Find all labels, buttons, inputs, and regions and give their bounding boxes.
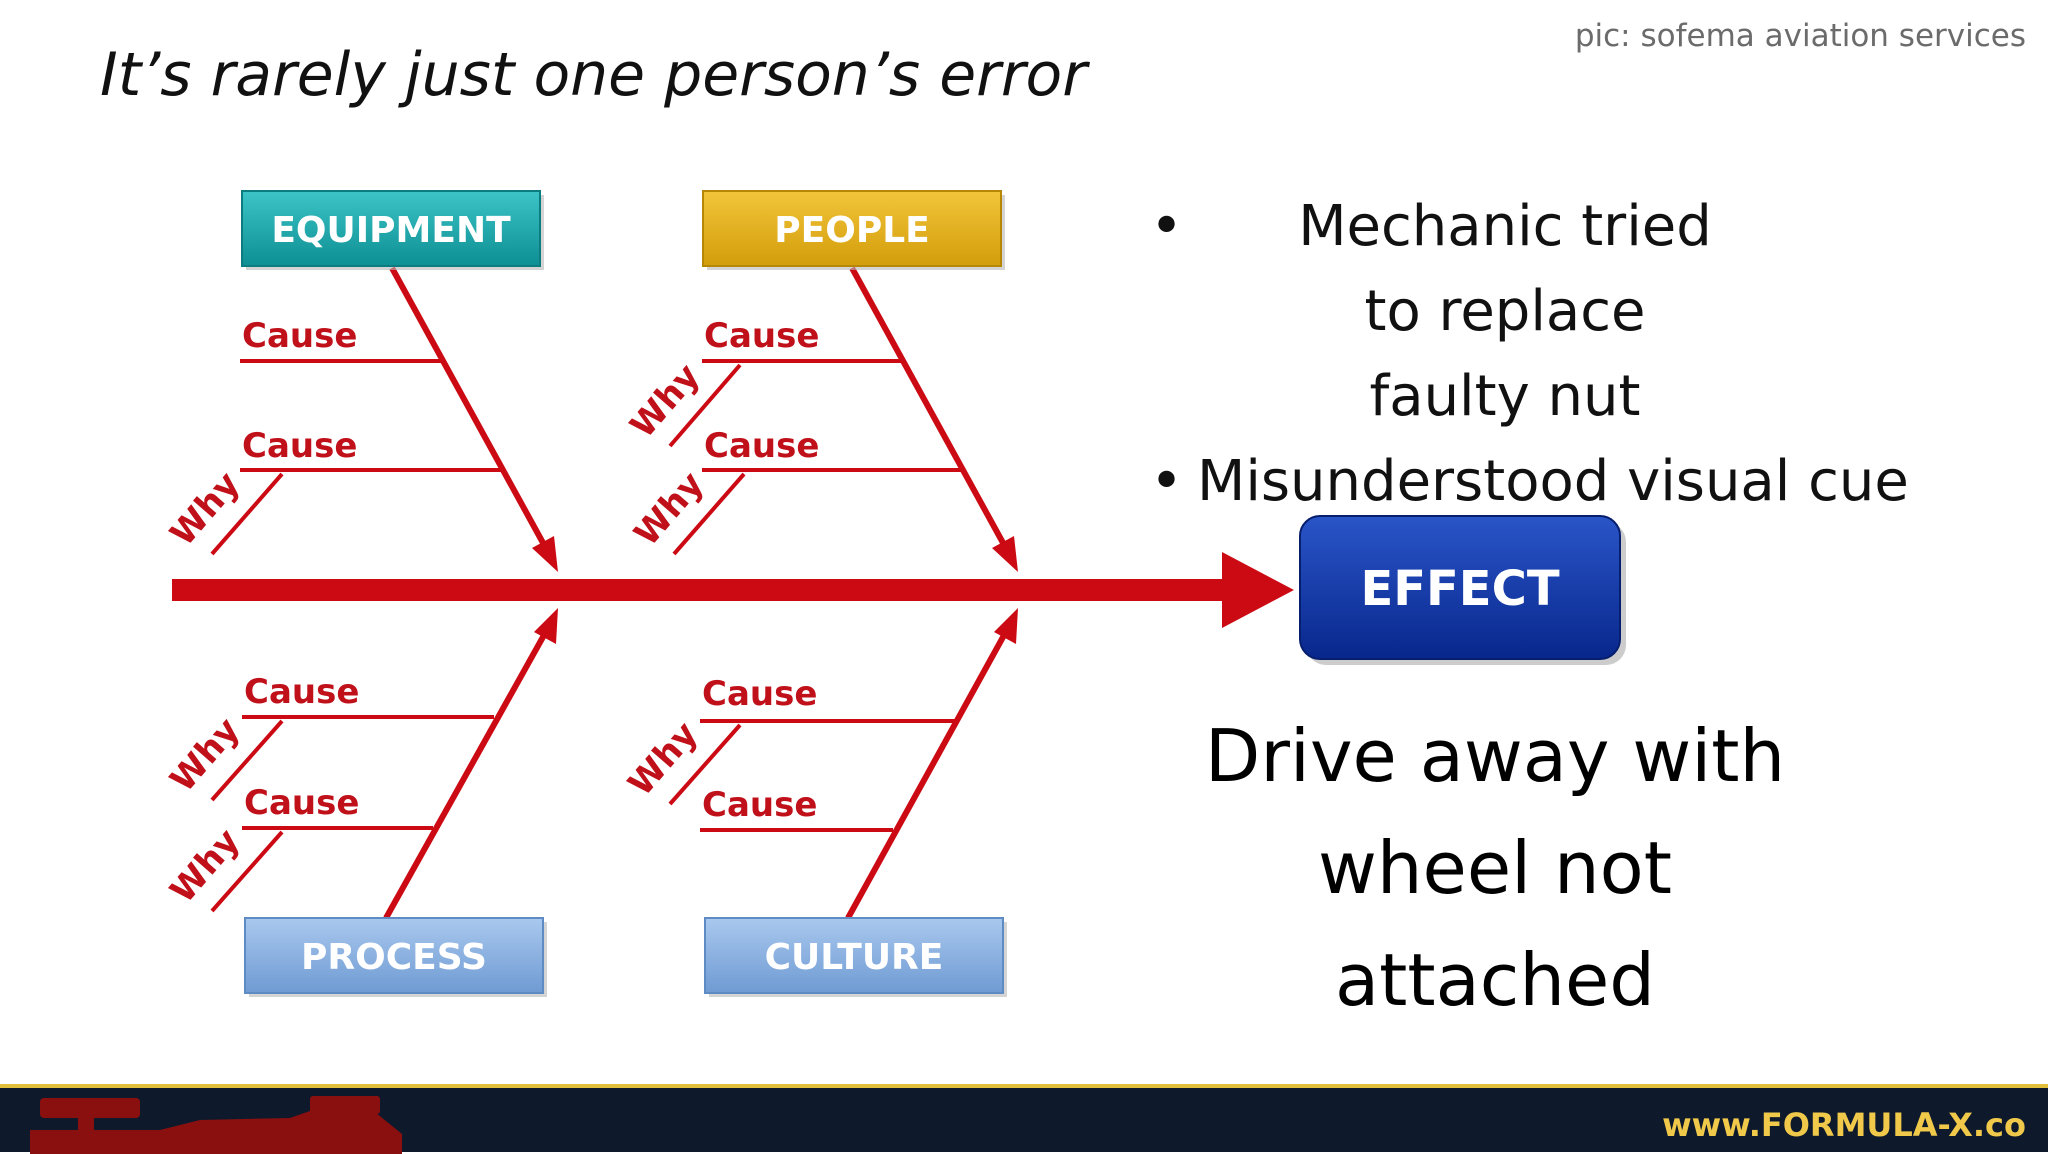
equipment-bone-arrowhead xyxy=(532,536,558,572)
spine-arrowhead xyxy=(1222,552,1294,628)
cause-label: Cause xyxy=(704,316,819,356)
why-label: Why xyxy=(621,714,706,804)
race-car-icon xyxy=(30,1096,402,1154)
why-line xyxy=(672,472,746,556)
why-label: Why xyxy=(627,464,712,554)
process-box xyxy=(244,917,544,994)
outcome-text: Drive away with wheel not attached xyxy=(1204,714,1786,1022)
equipment-box xyxy=(241,190,541,267)
cause-label: Cause xyxy=(702,785,817,825)
bullet-mechanic: Mechanic tried to replace faulty nut xyxy=(1150,184,1715,439)
cause-label: Cause xyxy=(242,316,357,356)
why-line xyxy=(668,363,742,448)
image-credit: pic: sofema aviation services xyxy=(1574,18,2026,54)
footer-bar: www.FORMULA-X.co xyxy=(0,1084,2048,1154)
cause-label: Cause xyxy=(702,674,817,714)
why-line xyxy=(210,830,284,913)
process-bone xyxy=(383,626,551,920)
cause-label: Cause xyxy=(244,783,359,823)
why-label: Why xyxy=(163,710,248,800)
cause-label: Cause xyxy=(704,426,819,466)
people-bone-arrowhead xyxy=(992,536,1018,572)
cause-label: Cause xyxy=(242,426,357,466)
process-bone-arrowhead xyxy=(534,608,558,644)
why-line xyxy=(210,472,284,556)
cause-label: Cause xyxy=(244,672,359,712)
why-label: Why xyxy=(623,356,708,446)
process-label: PROCESS xyxy=(301,937,487,978)
website-link[interactable]: www.FORMULA-X.co xyxy=(1662,1106,2026,1144)
culture-box xyxy=(704,917,1004,994)
culture-bone xyxy=(845,626,1011,920)
people-label: PEOPLE xyxy=(774,210,930,251)
why-label: Why xyxy=(163,821,248,911)
people-bone xyxy=(849,266,1011,554)
notes-list: Mechanic tried to replace faulty nut Mis… xyxy=(1150,184,2010,524)
equipment-bone xyxy=(389,266,551,554)
why-line xyxy=(210,719,284,802)
culture-label: CULTURE xyxy=(765,937,944,978)
people-box xyxy=(702,190,1002,267)
bullet-visual-cue: Misunderstood visual cue xyxy=(1150,439,2010,524)
why-line xyxy=(668,723,742,806)
equipment-label: EQUIPMENT xyxy=(271,210,511,251)
fishbone-diagram: Cause Cause Cause Cause Cause Cause Caus… xyxy=(163,190,1626,997)
culture-bone-arrowhead xyxy=(994,608,1018,644)
slide-title: It’s rarely just one person’s error xyxy=(100,40,1087,110)
effect-label: EFFECT xyxy=(1360,561,1559,617)
why-label: Why xyxy=(163,464,248,554)
